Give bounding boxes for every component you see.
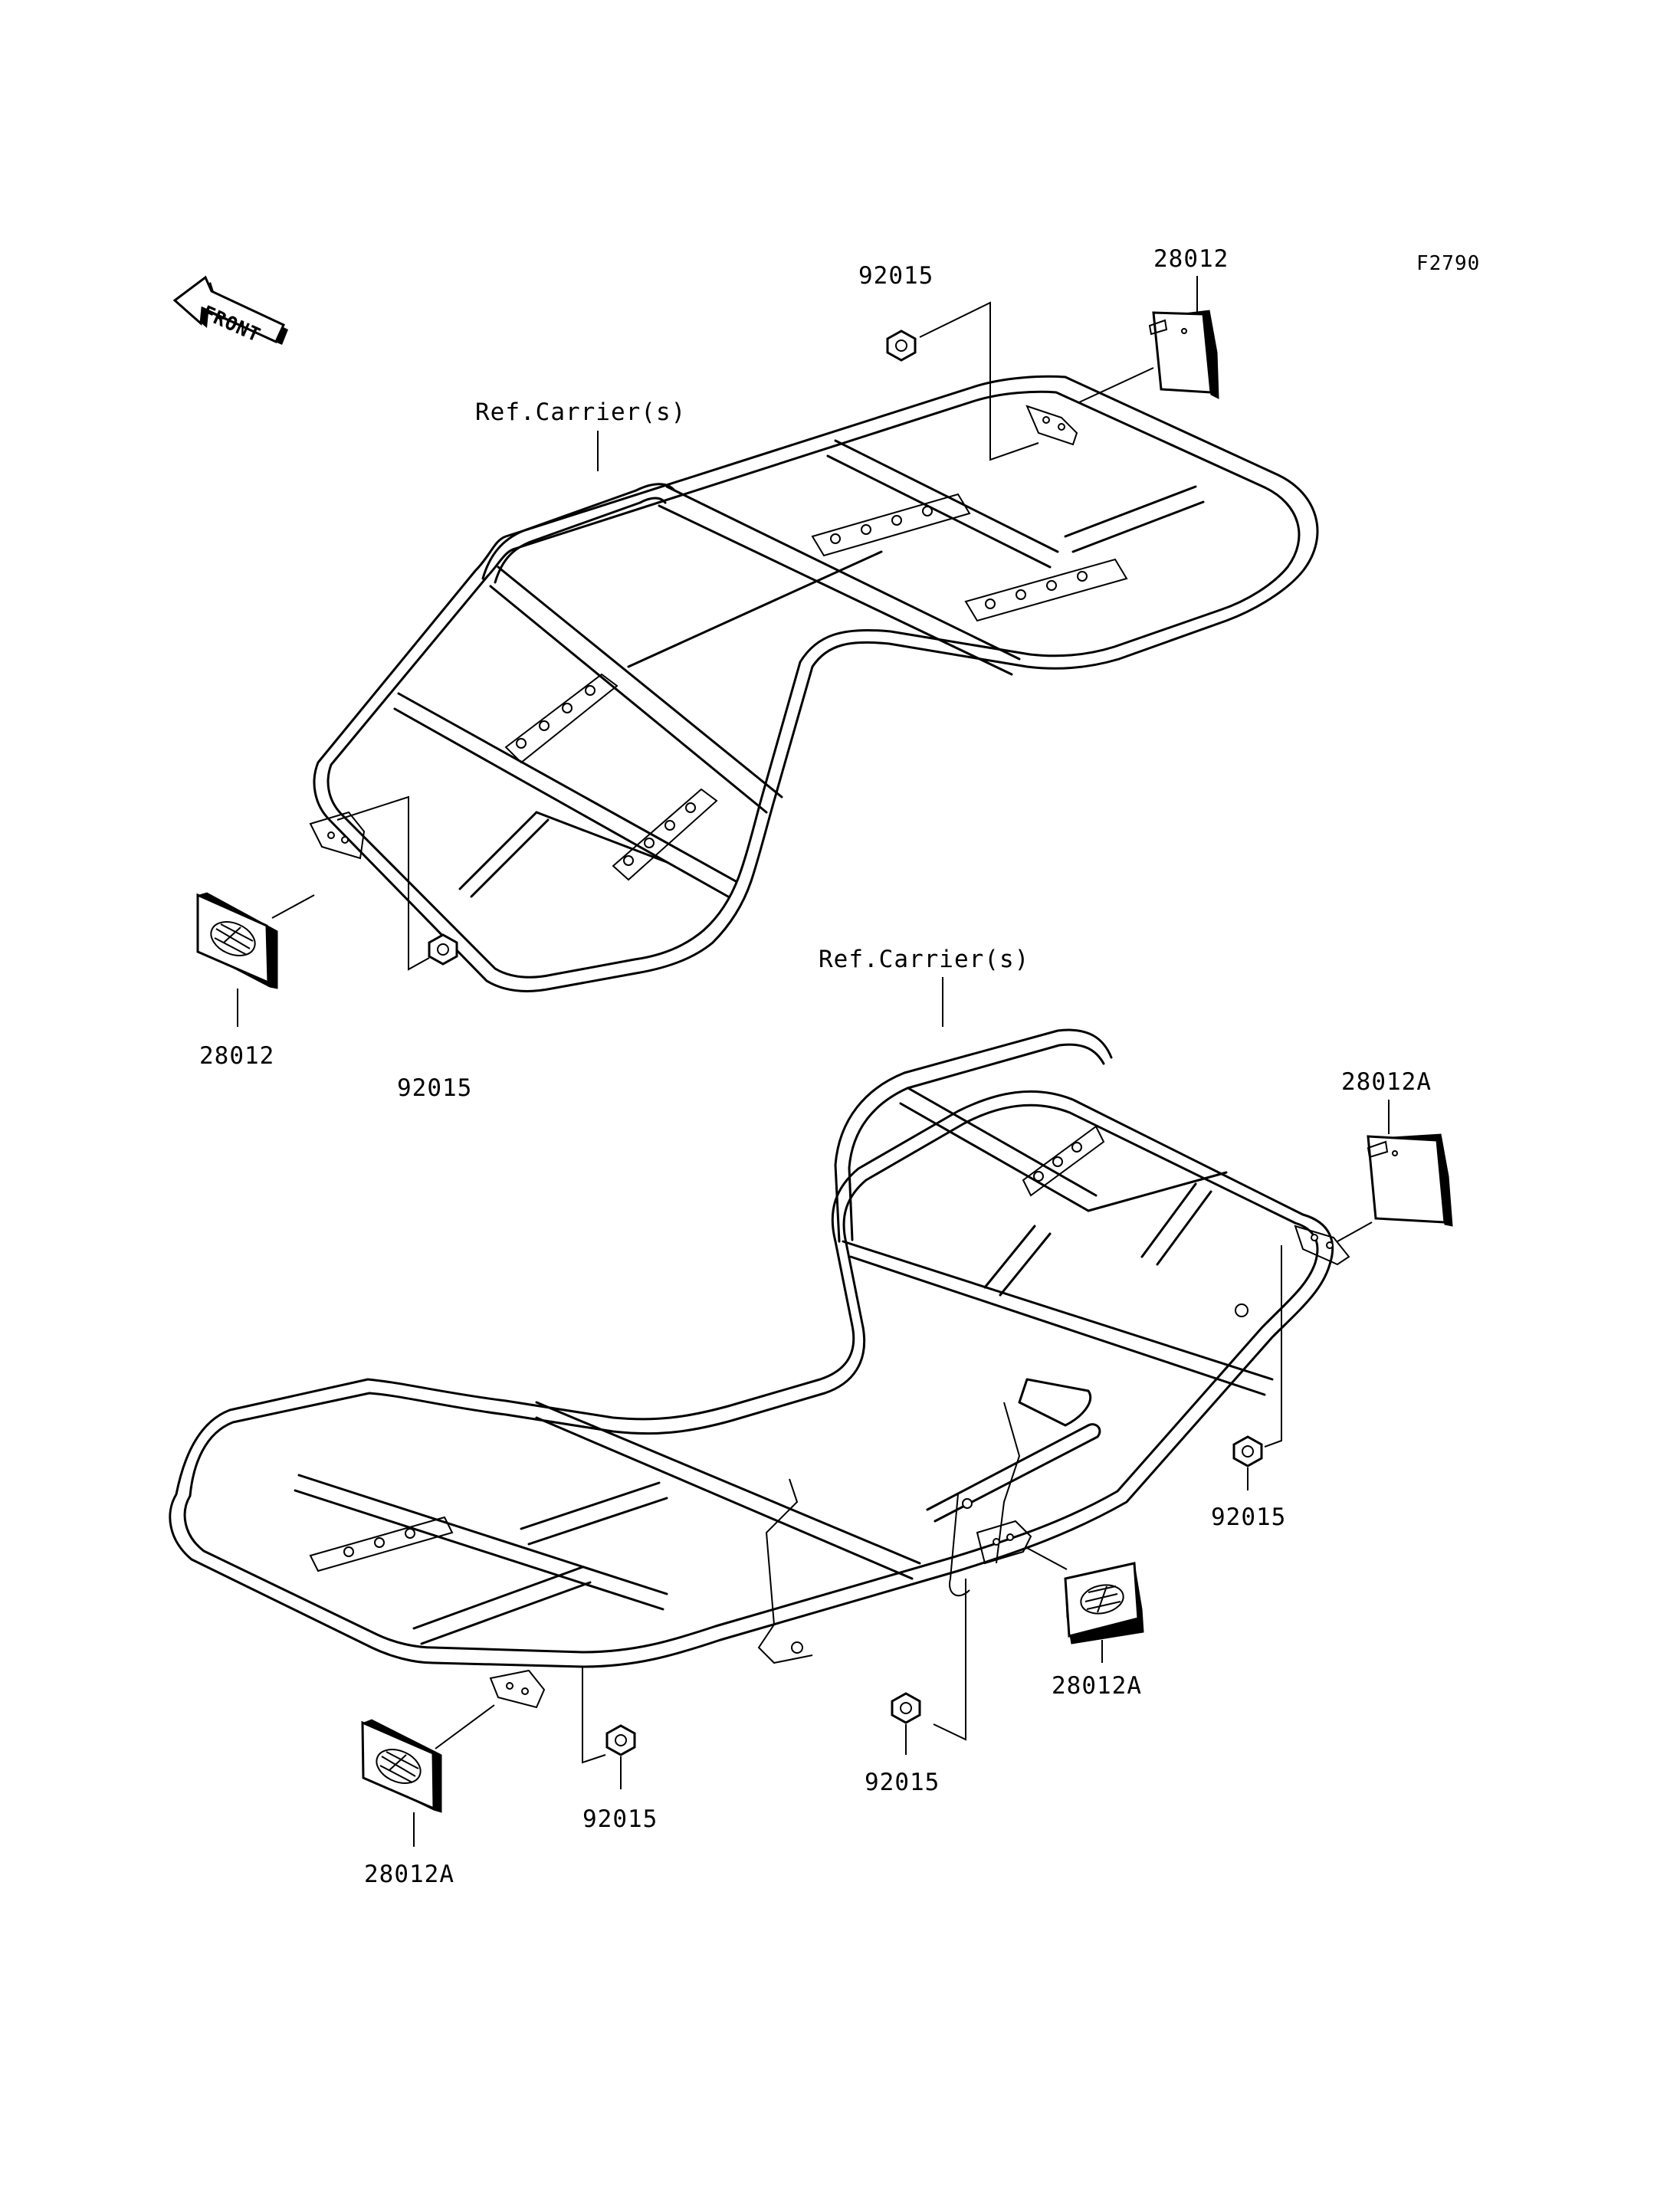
rear-carrier [169, 1028, 1350, 1709]
hex-nut-icon [428, 933, 458, 966]
reflector-pattern-icon [1080, 1584, 1124, 1615]
reflector-part [1064, 1562, 1144, 1644]
callout-bottom-mid-reflector: 28012A [1052, 1672, 1142, 1700]
carrier-mount-plate [1022, 1125, 1105, 1197]
callout-bottom-mid-nut: 92015 [865, 1769, 940, 1796]
carrier-mount-plate [612, 788, 718, 881]
callout-top-nut: 92015 [858, 262, 934, 290]
reflector-pattern-icon [376, 1749, 422, 1784]
callout-ref-carrier-top: Ref.Carrier(s) [475, 398, 686, 426]
reflector-part [1148, 310, 1219, 399]
carrier-mount-plate [309, 1516, 454, 1572]
hex-nut-icon [891, 1692, 921, 1724]
carrier-mount-plate [964, 558, 1128, 622]
callout-ref-carrier-bottom: Ref.Carrier(s) [819, 946, 1029, 973]
leader-line [435, 1704, 495, 1749]
leader-line [1337, 1221, 1373, 1242]
callout-bottom-left-reflector: 28012A [364, 1861, 454, 1888]
leader-line [1264, 1245, 1282, 1448]
hex-nut-icon [886, 330, 917, 362]
callout-bottom-left-nut: 92015 [582, 1805, 658, 1833]
leader-line [271, 894, 315, 919]
leader-line [582, 1667, 606, 1764]
carrier-mount-plate [504, 673, 619, 764]
carrier-mount-plate [811, 493, 971, 557]
reflector-part [196, 892, 278, 989]
callout-top-left-nut: 92015 [397, 1074, 472, 1102]
front-carrier [309, 375, 1319, 992]
callout-bottom-right-reflector: 28012A [1341, 1068, 1432, 1096]
figure-code: F2790 [1416, 252, 1480, 275]
leader-line [336, 795, 430, 971]
leader-line [919, 301, 1039, 461]
leader-line [933, 1579, 966, 1741]
hex-nut-icon [1232, 1435, 1263, 1467]
callout-top-reflector: 28012 [1153, 245, 1229, 273]
callout-top-left-reflector: 28012 [199, 1042, 274, 1070]
leader-line [1026, 1547, 1068, 1570]
front-arrow-icon: FRONT [172, 275, 288, 346]
reflector-pattern-icon [210, 921, 256, 956]
reflector-part [361, 1719, 442, 1813]
hex-nut-icon [605, 1724, 636, 1756]
leader-line [1078, 367, 1154, 403]
callout-bottom-right-nut: 92015 [1211, 1503, 1286, 1531]
reflector-part [1367, 1133, 1453, 1227]
